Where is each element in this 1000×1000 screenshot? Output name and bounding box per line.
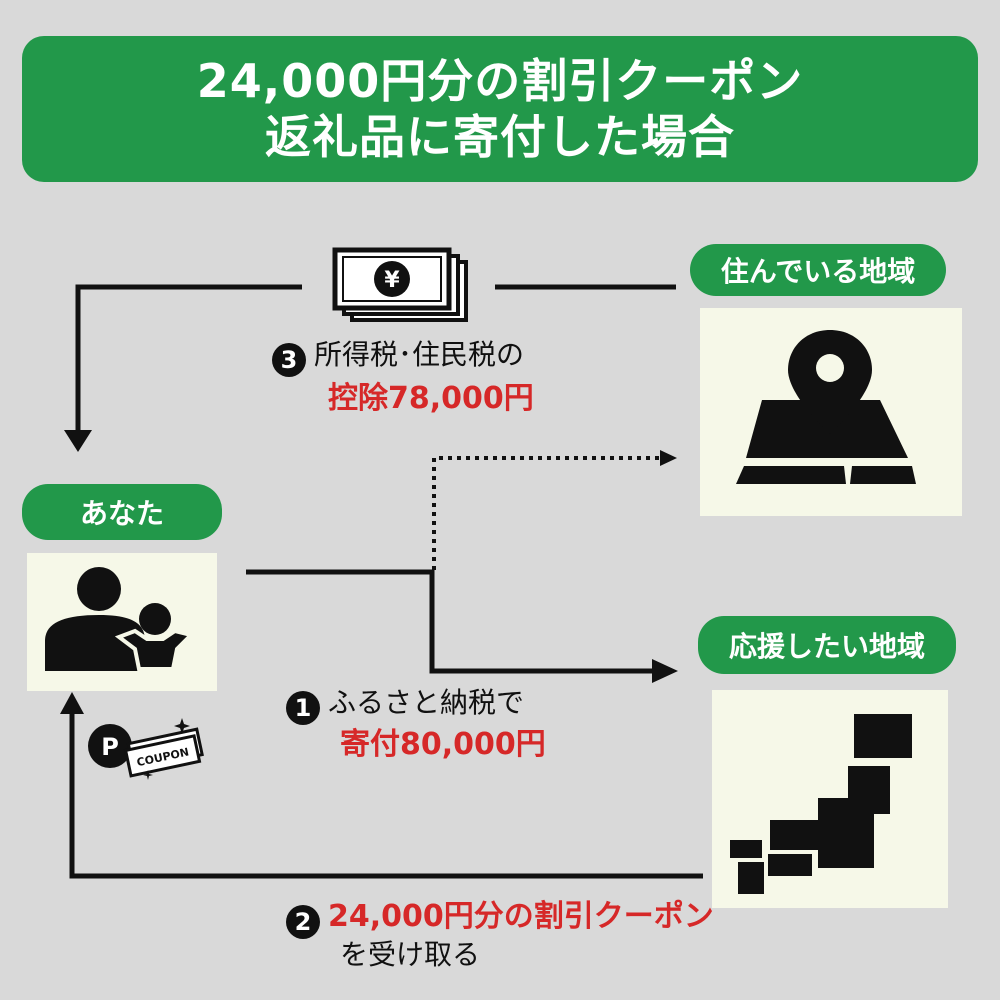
title-line-2: 返礼品に寄付した場合 xyxy=(265,110,735,164)
step3-label: 所得税･住民税の xyxy=(314,338,525,371)
title-line-1: 24,000円分の割引クーポン xyxy=(196,54,804,108)
coupon-icon: P COUPON xyxy=(86,712,206,782)
label-home-region: 住んでいる地域 xyxy=(690,244,946,296)
step2-label: を受け取る xyxy=(340,938,481,971)
step3-number-badge: 3 xyxy=(272,343,306,377)
yen-banknote-icon: ¥ xyxy=(330,246,470,324)
step3-amount: 控除78,000円 xyxy=(328,381,534,416)
title-banner: 24,000円分の割引クーポン 返礼品に寄付した場合 xyxy=(22,36,978,182)
label-support-region: 応援したい地域 xyxy=(698,616,956,674)
map-pin-icon xyxy=(700,308,962,516)
people-icon xyxy=(27,553,217,691)
yen-symbol: ¥ xyxy=(384,268,400,293)
step1-amount: 寄付80,000円 xyxy=(340,727,546,762)
japan-map-icon xyxy=(712,690,948,908)
label-you: あなた xyxy=(22,484,222,540)
p-symbol: P xyxy=(101,733,119,761)
dotted-arrow-to-home xyxy=(432,450,677,570)
step1-label: ふるさと納税で xyxy=(328,686,525,719)
arrow-you-to-support xyxy=(246,569,678,683)
step2-amount: 24,000円分の割引クーポン xyxy=(328,899,714,934)
step1-number-badge: 1 xyxy=(286,691,320,725)
step2-number-badge: 2 xyxy=(286,905,320,939)
